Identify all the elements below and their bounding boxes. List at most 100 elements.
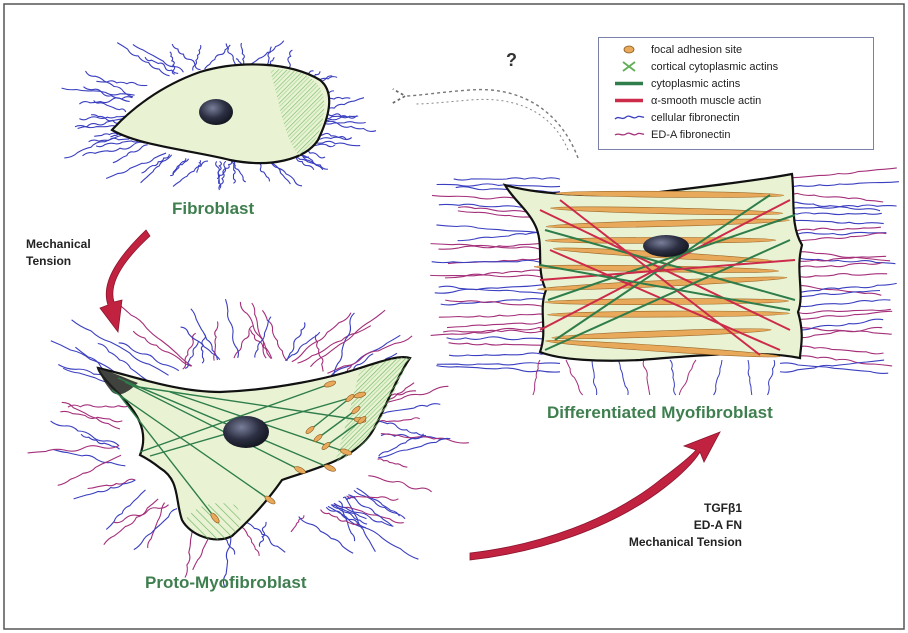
- fibronectin-fiber: [240, 522, 259, 556]
- fibronectin-fiber: [28, 446, 119, 453]
- fibronectin-fiber: [354, 490, 405, 518]
- fibronectin-fiber: [53, 449, 125, 465]
- fibronectin-fiber: [240, 302, 271, 359]
- legend-label: focal adhesion site: [651, 44, 742, 56]
- factor-mechanical-tension: Mechanical Tension: [600, 534, 742, 551]
- legend: focal adhesion site cortical cytoplasmic…: [598, 37, 874, 150]
- fibronectin-fiber: [148, 503, 165, 548]
- fibronectin-fiber: [201, 334, 205, 364]
- fibronectin-fiber: [643, 360, 650, 395]
- thick-line-green-icon: [613, 76, 645, 91]
- fibronectin-fiber: [72, 320, 169, 376]
- fibronectin-fiber: [173, 159, 189, 174]
- fibronectin-fiber: [68, 405, 131, 407]
- fibronectin-fiber: [106, 153, 166, 178]
- legend-item-cytoplasmic-actins: cytoplasmic actins: [613, 76, 740, 91]
- wavy-line-blue-icon: [613, 110, 645, 125]
- proto-nucleus: [223, 416, 269, 448]
- legend-item-cellular-fibronectin: cellular fibronectin: [613, 110, 740, 125]
- fibronectin-fiber: [780, 205, 897, 208]
- stage-label-fibroblast: Fibroblast: [172, 199, 255, 218]
- arrow-mechanical-tension: [100, 230, 150, 332]
- fibronectin-fiber: [780, 168, 897, 179]
- fibronectin-fiber: [780, 360, 884, 372]
- legend-item-cortical-actin: cortical cytoplasmic actins: [613, 59, 778, 74]
- fibronectin-fiber: [714, 360, 723, 395]
- fibronectin-fiber: [262, 310, 287, 361]
- stage-label-proto-myofibroblast: Proto-Myofibroblast: [145, 573, 307, 592]
- cross-hatch-icon: [613, 59, 645, 74]
- legend-label: cellular fibronectin: [651, 112, 740, 124]
- arrow-dedifferentiation-unknown-inner: [414, 99, 568, 150]
- focal-adhesion-ellipse-icon: [613, 42, 645, 57]
- fibronectin-fiber: [378, 459, 408, 467]
- fibronectin-fiber: [117, 43, 169, 76]
- legend-label: cytoplasmic actins: [651, 78, 740, 90]
- fibronectin-fiber: [780, 192, 883, 202]
- fibronectin-fiber: [566, 360, 583, 395]
- differentiated-myofibroblast-cell: [430, 168, 899, 395]
- fibronectin-fiber: [88, 479, 136, 488]
- fibronectin-fiber: [86, 71, 134, 97]
- fibronectin-fiber: [173, 161, 208, 186]
- focal-adhesion: [324, 463, 337, 472]
- fibronectin-fiber: [533, 360, 540, 395]
- differentiated-nucleus: [643, 235, 689, 257]
- fibronectin-fiber: [780, 201, 880, 211]
- proto-myofibroblast-cell: [28, 299, 469, 587]
- fibronectin-fiber: [191, 309, 218, 360]
- legend-item-alpha-sma: α-smooth muscle actin: [613, 93, 761, 108]
- fibronectin-fiber: [133, 331, 191, 366]
- fibronectin-fiber: [226, 299, 239, 358]
- legend-label: cortical cytoplasmic actins: [651, 61, 778, 73]
- fibronectin-fiber: [83, 142, 145, 156]
- fibronectin-fiber: [748, 360, 752, 395]
- legend-label: α-smooth muscle actin: [651, 95, 761, 107]
- fibronectin-fiber: [58, 455, 121, 485]
- fibronectin-fiber: [780, 182, 899, 187]
- differentiation-factors-block: TGFβ1 ED-A FN Mechanical Tension: [600, 500, 742, 551]
- fibronectin-fiber: [134, 509, 177, 550]
- fibronectin-fiber: [104, 499, 158, 545]
- fibronectin-fiber: [106, 490, 145, 530]
- mechanical-tension-line-1: Mechanical: [26, 236, 91, 253]
- fibronectin-fiber: [368, 476, 431, 492]
- fibronectin-fiber: [285, 332, 320, 360]
- fibronectin-fiber: [252, 303, 266, 358]
- fibronectin-fiber: [51, 421, 119, 446]
- fibronectin-fiber: [618, 360, 628, 395]
- factor-eda-fn: ED-A FN: [600, 517, 742, 534]
- fibronectin-fiber: [247, 522, 286, 552]
- fibronectin-fiber: [679, 360, 696, 395]
- factor-tgfb1: TGFβ1: [600, 500, 742, 517]
- arrow-dedifferentiation-unknown: [404, 90, 578, 158]
- fibronectin-fiber: [768, 360, 775, 395]
- fibronectin-fiber: [436, 366, 560, 372]
- fibronectin-fiber: [234, 326, 253, 358]
- fibronectin-fiber: [298, 326, 371, 363]
- legend-item-eda-fibronectin: ED-A fibronectin: [613, 127, 730, 142]
- wavy-line-magenta-icon: [613, 127, 645, 142]
- mechanical-tension-label: Mechanical Tension: [26, 236, 91, 270]
- stage-label-differentiated-myofibroblast: Differentiated Myofibroblast: [547, 403, 773, 422]
- fibronectin-fiber: [378, 418, 419, 423]
- fibronectin-fiber: [437, 363, 560, 365]
- fibroblast-cell: [62, 41, 376, 190]
- fibronectin-fiber: [780, 213, 882, 215]
- fibronectin-fiber: [381, 434, 469, 443]
- fibronectin-fiber: [291, 515, 304, 532]
- fibronectin-fiber: [172, 44, 200, 70]
- fibronectin-fiber: [287, 322, 305, 360]
- fibroblast-nucleus: [199, 99, 233, 125]
- fibronectin-fiber: [141, 155, 172, 183]
- fibronectin-fiber: [334, 503, 404, 522]
- fibronectin-fiber: [116, 302, 192, 366]
- fibronectin-fiber: [62, 402, 120, 428]
- fibronectin-fiber: [193, 45, 201, 70]
- fibronectin-fiber: [592, 360, 597, 395]
- mechanical-tension-line-2: Tension: [26, 253, 91, 270]
- fibronectin-fiber: [74, 480, 136, 499]
- legend-label: ED-A fibronectin: [651, 129, 730, 141]
- fibronectin-fiber: [251, 330, 272, 359]
- unknown-transition-question-mark: ?: [506, 50, 517, 71]
